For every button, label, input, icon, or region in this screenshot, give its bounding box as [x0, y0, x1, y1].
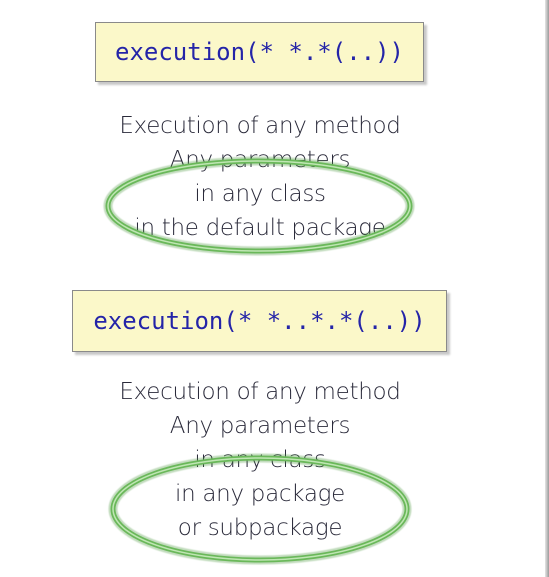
pointcut-description-1: Execution of any method Any parameters i… [0, 109, 520, 245]
description-1-line-2: Any parameters [169, 147, 351, 173]
description-1-line-4: in the default package [134, 215, 386, 241]
description-2-line-4: in any package [175, 481, 345, 507]
pointcut-expression-2: execution(* *..*.*(..)) [72, 290, 447, 352]
description-2-line-2: Any parameters [169, 413, 351, 439]
pointcut-expression-1: execution(* *.*(..)) [95, 22, 424, 82]
description-2-line-5: or subpackage [177, 515, 343, 541]
window-edge [545, 0, 549, 577]
pointcut-description-2: Execution of any method Any parameters i… [0, 375, 520, 545]
pointcut-expression-2-text: execution(* *..*.*(..)) [93, 307, 426, 335]
pointcut-expression-1-text: execution(* *.*(..)) [115, 38, 404, 66]
description-2-line-1: Execution of any method [119, 379, 401, 405]
description-2-line-3: in any class [194, 447, 326, 473]
description-1-line-3: in any class [194, 181, 326, 207]
description-1-line-1: Execution of any method [119, 113, 401, 139]
